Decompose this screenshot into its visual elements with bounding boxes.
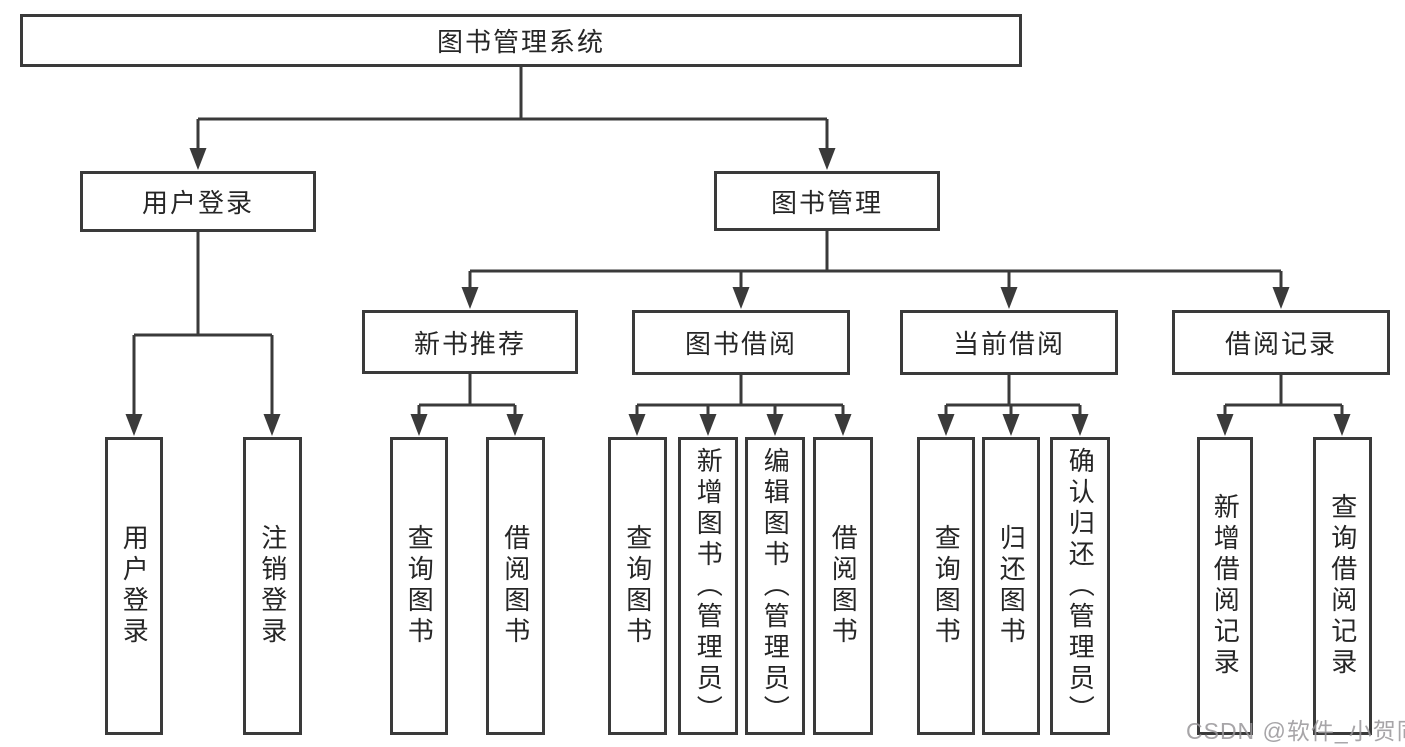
node-label: 查询图书 xyxy=(404,524,435,648)
node-label: 注销登录 xyxy=(257,524,288,648)
node-label: 借阅记录 xyxy=(1224,329,1337,359)
node-new-book-recommend: 新书推荐 xyxy=(362,310,578,374)
leaf-edit-book-admin: 编辑图书（管理员） xyxy=(745,437,805,735)
connector-user-login xyxy=(125,232,281,436)
leaf-user-login: 用户登录 xyxy=(105,437,163,735)
node-book-management: 图书管理 xyxy=(714,171,940,231)
leaf-add-borrow-record: 新增借阅记录 xyxy=(1197,437,1253,735)
leaf-borrow-books-recommend: 借阅图书 xyxy=(486,437,545,735)
leaf-query-books-recommend: 查询图书 xyxy=(390,437,448,735)
node-label: 查询图书 xyxy=(931,524,962,648)
node-label: 图书管理系统 xyxy=(436,27,605,57)
node-label: 查询图书 xyxy=(622,524,653,648)
node-label: 新增图书（管理员） xyxy=(693,446,724,726)
csdn-watermark: CSDN @软件_小贺同学 xyxy=(1186,718,1405,744)
node-label: 借阅图书 xyxy=(828,524,859,648)
leaf-query-borrow-record: 查询借阅记录 xyxy=(1313,437,1372,735)
leaf-confirm-return-admin: 确认归还（管理员） xyxy=(1050,437,1110,735)
connector-borrow-records xyxy=(1216,375,1351,436)
node-label: 借阅图书 xyxy=(500,524,531,648)
node-label: 新增借阅记录 xyxy=(1210,493,1241,679)
node-label: 图书管理 xyxy=(770,187,883,218)
node-user-login: 用户登录 xyxy=(80,171,316,232)
node-label: 当前借阅 xyxy=(952,329,1065,359)
node-label: 编辑图书（管理员） xyxy=(760,446,791,726)
connector-new-book-recommend xyxy=(410,374,524,436)
node-label: 确认归还（管理员） xyxy=(1065,446,1096,726)
connector-root xyxy=(189,67,836,170)
leaf-add-book-admin: 新增图书（管理员） xyxy=(678,437,738,735)
connector-current-borrow xyxy=(937,375,1089,436)
node-label: 图书借阅 xyxy=(684,329,797,359)
leaf-query-books-borrow: 查询图书 xyxy=(608,437,667,735)
node-book-borrow: 图书借阅 xyxy=(632,310,850,375)
node-label: 新书推荐 xyxy=(413,328,526,359)
connector-book-borrow xyxy=(628,375,852,436)
node-label: 用户登录 xyxy=(119,524,150,648)
node-borrow-records: 借阅记录 xyxy=(1172,310,1390,375)
node-label: 归还图书 xyxy=(996,524,1027,648)
node-label: 查询借阅记录 xyxy=(1327,493,1358,679)
leaf-return-books: 归还图书 xyxy=(982,437,1040,735)
node-label: 用户登录 xyxy=(141,188,254,218)
leaf-borrow-books: 借阅图书 xyxy=(813,437,873,735)
node-current-borrow: 当前借阅 xyxy=(900,310,1118,375)
connector-book-management xyxy=(461,231,1290,309)
node-library-system: 图书管理系统 xyxy=(20,14,1022,67)
leaf-query-books-current: 查询图书 xyxy=(917,437,975,735)
leaf-logout: 注销登录 xyxy=(243,437,302,735)
